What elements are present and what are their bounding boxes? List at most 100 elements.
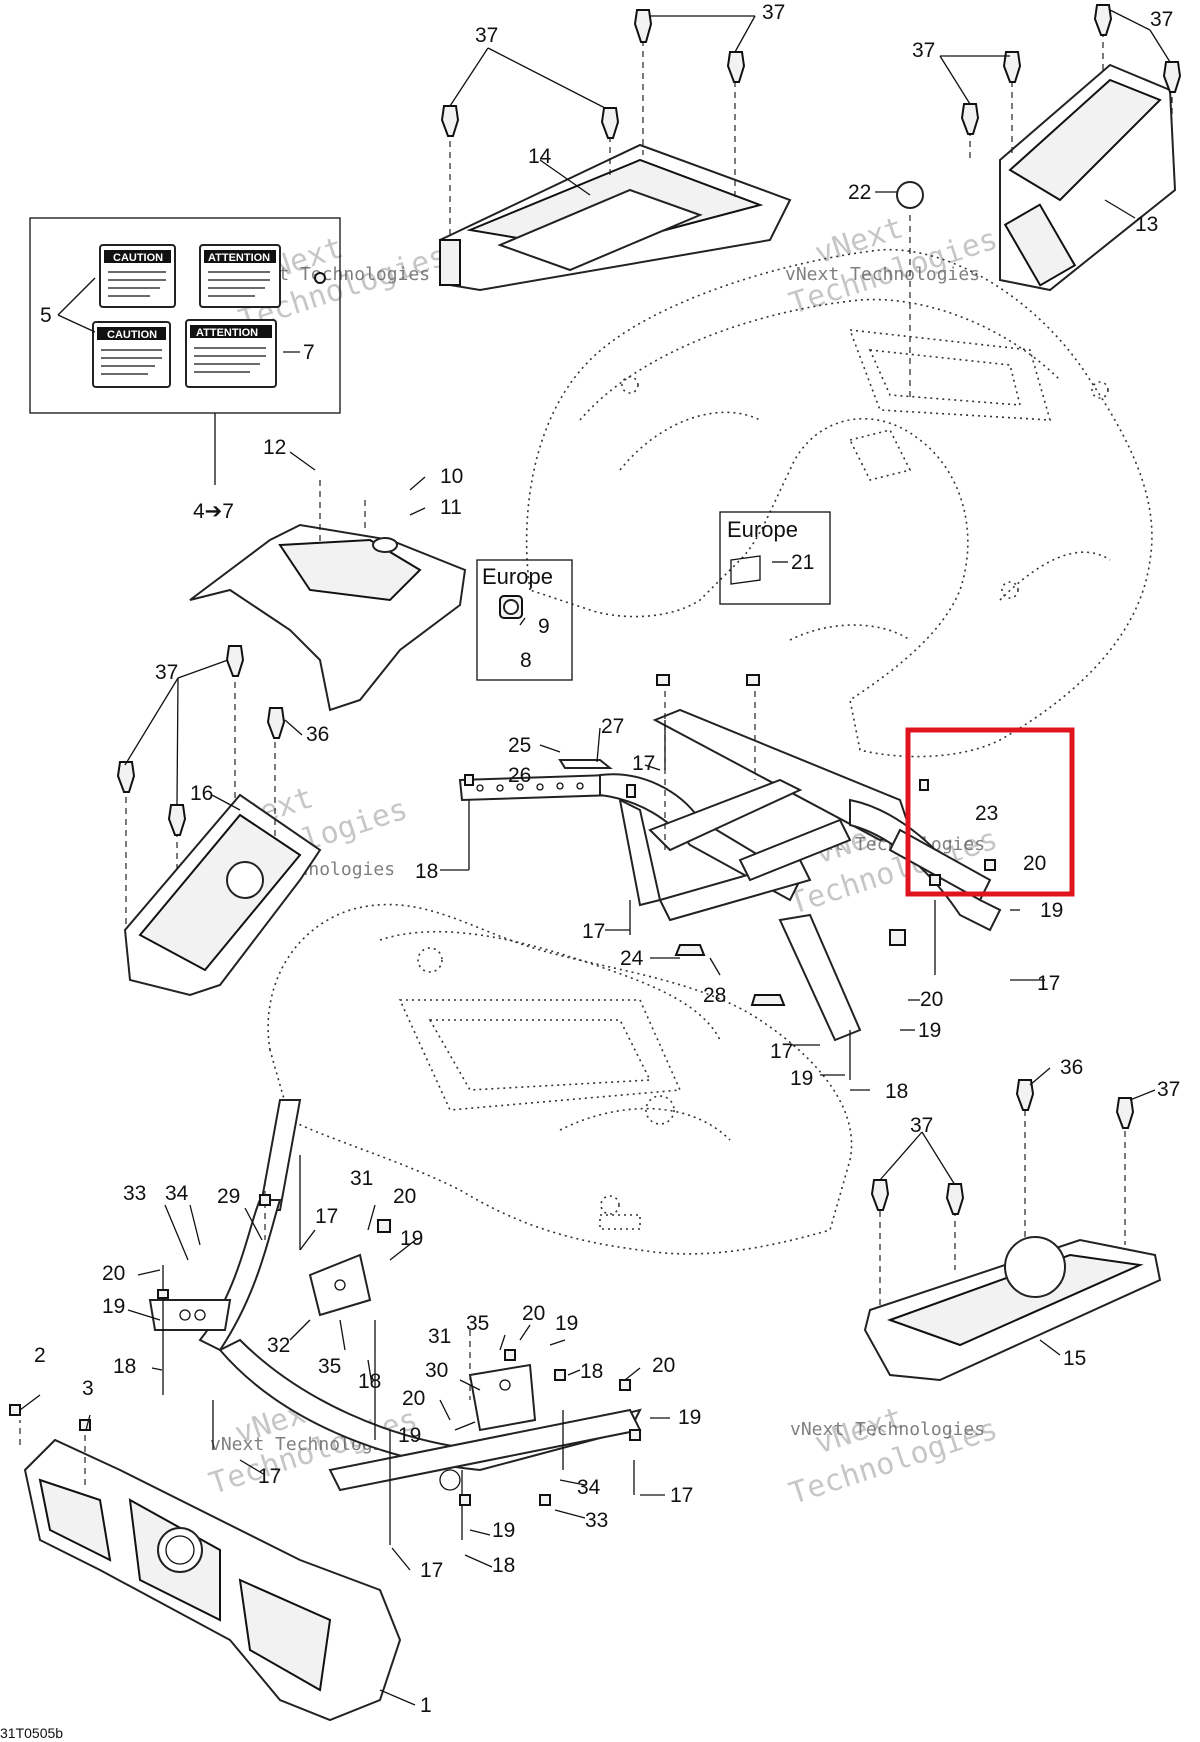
front-fender — [267, 903, 853, 1255]
callout-25: 25 — [508, 734, 531, 757]
callout-20: 20 — [1023, 852, 1046, 875]
callout-12: 12 — [263, 436, 286, 459]
rear-frame-hardware — [464, 674, 996, 1080]
callout-20: 20 — [102, 1262, 125, 1285]
callout-18: 18 — [885, 1080, 908, 1103]
front-rack-frame — [148, 1099, 642, 1492]
callout-37: 37 — [1157, 1078, 1180, 1101]
callout-10: 10 — [440, 465, 463, 488]
leader-lines — [19, 9, 1171, 1706]
callout-24: 24 — [620, 947, 644, 970]
decal-caution-2: CAUTION — [92, 321, 171, 388]
callout-32: 32 — [267, 1334, 290, 1357]
rear-rack-cargo-14 — [438, 40, 792, 292]
front-grille — [9, 1404, 402, 1722]
callout-18: 18 — [580, 1360, 603, 1383]
callout-37: 37 — [1150, 8, 1173, 31]
callout-37: 37 — [910, 1114, 933, 1137]
callout-2: 2 — [34, 1344, 46, 1367]
callout-28: 28 — [703, 984, 726, 1007]
callout-20: 20 — [920, 988, 943, 1011]
decal-sheet: CAUTION ATTENTION CAUTION ATTENTION — [29, 217, 341, 414]
callout-14: 14 — [528, 145, 552, 168]
callout-1: 1 — [420, 1694, 432, 1717]
callout-30: 30 — [425, 1359, 448, 1382]
callout-37: 37 — [762, 1, 785, 24]
callout-21: 21 — [791, 551, 814, 574]
callout-36: 36 — [306, 723, 329, 746]
svg-text:ATTENTION: ATTENTION — [208, 252, 270, 264]
callout-20: 20 — [402, 1387, 425, 1410]
highlight-box — [905, 727, 1075, 897]
decal-caution-1: CAUTION — [99, 244, 176, 308]
decal-sheet-frame — [29, 217, 341, 414]
callout-13: 13 — [1135, 213, 1158, 236]
callout-31: 31 — [428, 1325, 451, 1348]
watermark-text: vNext Technologies — [785, 264, 980, 285]
svg-text:ATTENTION: ATTENTION — [196, 327, 258, 339]
front-frame-hardware — [157, 1155, 641, 1545]
callout-20: 20 — [393, 1185, 416, 1208]
callout-35: 35 — [318, 1355, 341, 1378]
callout-29: 29 — [217, 1185, 240, 1208]
frame-holes — [476, 782, 584, 792]
svg-text:CAUTION: CAUTION — [113, 252, 163, 264]
callout-18: 18 — [492, 1554, 515, 1577]
callout-9: 9 — [538, 615, 550, 638]
callout-17: 17 — [632, 752, 655, 775]
europe-label: Europe — [727, 517, 798, 542]
rear-rack-frame — [458, 680, 1002, 1042]
callout-17: 17 — [670, 1484, 693, 1507]
callout-34: 34 — [577, 1476, 601, 1499]
europe-label: Europe — [482, 564, 553, 589]
callout-23: 23 — [975, 802, 998, 825]
callout-34: 34 — [165, 1182, 189, 1205]
callout-19: 19 — [400, 1227, 423, 1250]
callout-3: 3 — [82, 1377, 94, 1400]
rear-fender — [525, 215, 1153, 758]
callout-19: 19 — [678, 1406, 701, 1429]
callout-35: 35 — [466, 1312, 489, 1335]
rack-fasteners — [116, 4, 1182, 1215]
callout-27: 27 — [601, 715, 624, 738]
callout-17: 17 — [315, 1205, 338, 1228]
callout-4-to-7: 4➔7 — [193, 500, 234, 523]
callout-19: 19 — [1040, 899, 1063, 922]
callout-33: 33 — [585, 1509, 608, 1532]
callout-19: 19 — [918, 1019, 941, 1042]
rear-rack-cargo-13 — [969, 20, 1177, 292]
callout-5: 5 — [40, 304, 52, 327]
callouts: 37 37 37 37 14 13 22 5 7 4➔7 12 10 11 21… — [34, 1, 1180, 1717]
callout-19: 19 — [790, 1067, 813, 1090]
callout-18: 18 — [113, 1355, 136, 1378]
callout-20: 20 — [652, 1354, 675, 1377]
front-rack-cargo-15 — [863, 1110, 1162, 1382]
europe-decal-box: Europe — [719, 511, 831, 605]
callout-33: 33 — [123, 1182, 146, 1205]
callout-15: 15 — [1063, 1347, 1086, 1370]
callout-37: 37 — [475, 24, 498, 47]
front-rack-cargo-16 — [123, 660, 322, 997]
callout-17: 17 — [582, 920, 605, 943]
drawing-code: 31T0505b — [0, 1725, 63, 1741]
callout-37: 37 — [155, 661, 178, 684]
svg-text:CAUTION: CAUTION — [107, 329, 157, 341]
plug-cap — [896, 181, 924, 209]
callout-37: 37 — [912, 39, 935, 62]
callout-26: 26 — [508, 764, 531, 787]
callout-18: 18 — [358, 1370, 381, 1393]
callout-16: 16 — [190, 782, 213, 805]
callout-17: 17 — [770, 1040, 793, 1063]
watermark-text: vNext Technologies — [790, 1419, 985, 1440]
callout-22: 22 — [848, 181, 871, 204]
callout-31: 31 — [350, 1167, 373, 1190]
decal-attention-2: ATTENTION — [185, 319, 277, 388]
callout-19: 19 — [398, 1424, 421, 1447]
callout-11: 11 — [440, 496, 462, 519]
callout-19: 19 — [555, 1312, 578, 1335]
callout-17: 17 — [1037, 972, 1060, 995]
callout-36: 36 — [1060, 1056, 1083, 1079]
callout-17: 17 — [420, 1559, 443, 1582]
callout-17: 17 — [258, 1465, 281, 1488]
